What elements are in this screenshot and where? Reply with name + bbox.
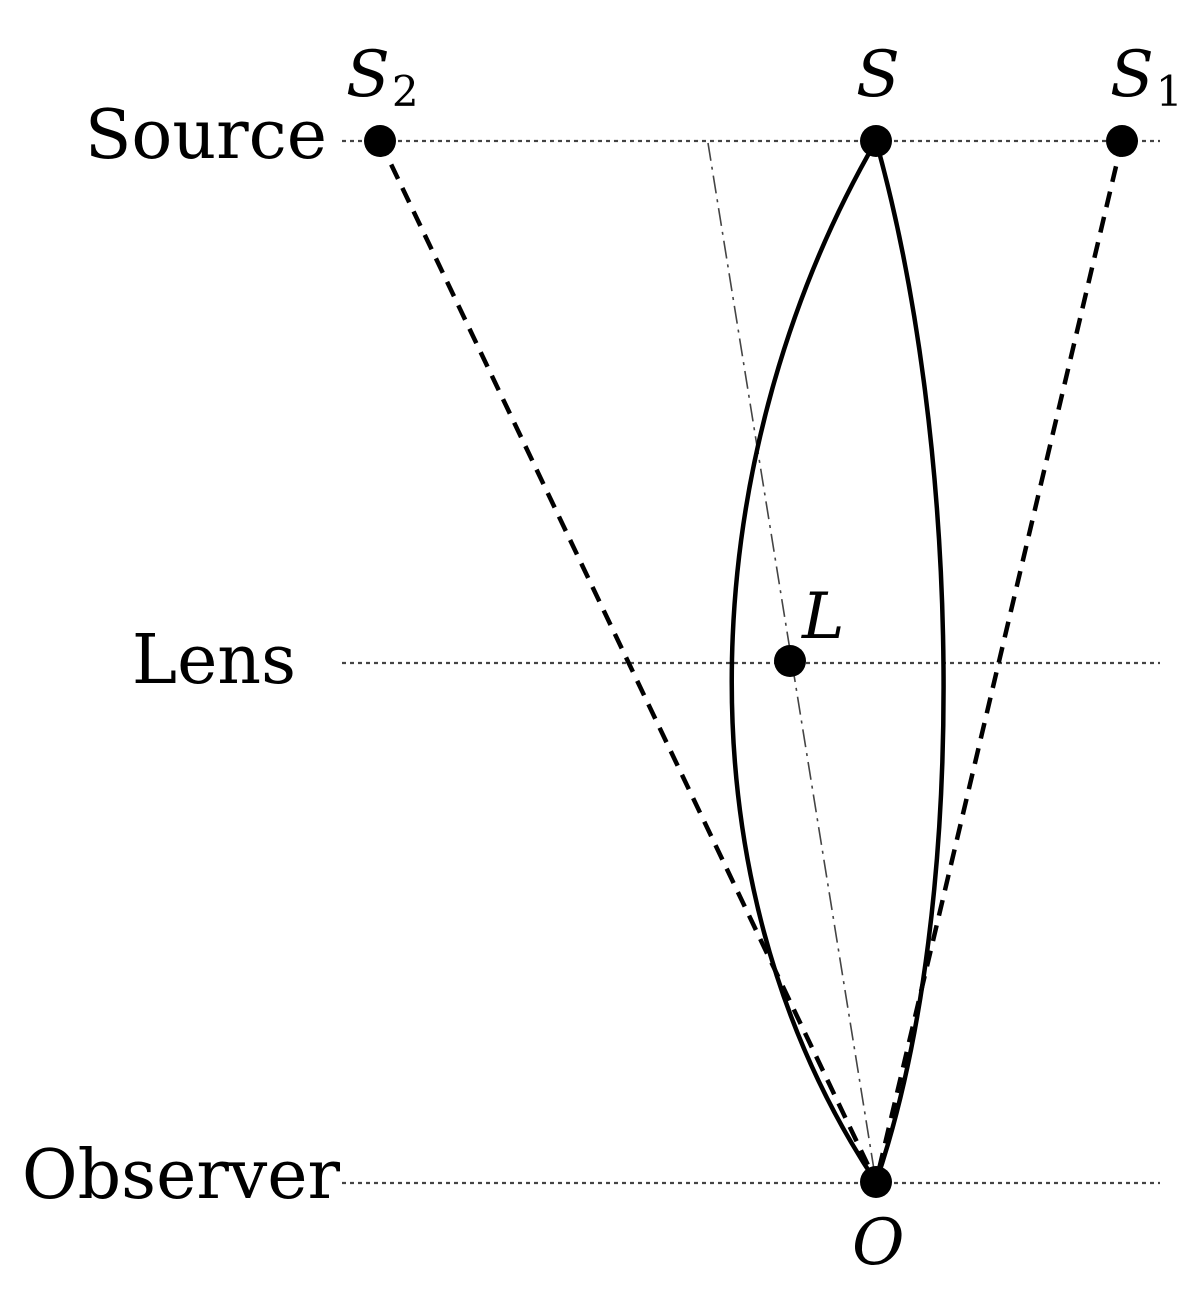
s2-label: S2 [346,38,419,116]
observer-point [860,1166,892,1198]
lens-axis-line [707,142,877,1183]
observer-plane-label: Observer [22,1136,341,1215]
s1-label-main: S [1110,38,1154,112]
lens-plane-label: Lens [132,621,296,700]
light-path-right [873,140,946,1183]
source-point [860,125,892,157]
source-image-s1-point [1106,125,1138,157]
s1-label-sub: 1 [1156,67,1183,116]
s2-label-main: S [346,38,390,112]
lens-point [774,645,806,677]
source-plane-label: Source [85,96,327,175]
s2-label-sub: 2 [392,67,419,116]
virtual-ray-s2 [377,140,879,1183]
light-path-left [729,139,878,1184]
source-image-s2-point [364,125,396,157]
l-label: L [801,580,845,654]
o-label: O [852,1206,904,1280]
s-label: S [856,38,900,112]
s1-label: S1 [1110,38,1183,116]
